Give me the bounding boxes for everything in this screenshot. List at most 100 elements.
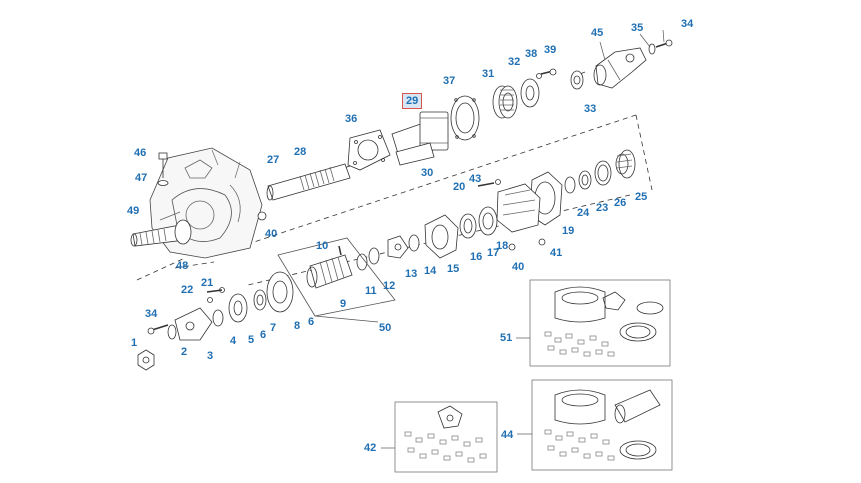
gasket-8[interactable] (266, 271, 294, 313)
gear-16[interactable] (459, 213, 477, 239)
callout-45[interactable]: 45 (591, 27, 604, 39)
callout-5[interactable]: 5 (248, 334, 255, 346)
housing-15[interactable] (424, 214, 459, 259)
callout-39[interactable]: 39 (544, 44, 557, 56)
callout-49[interactable]: 49 (127, 205, 140, 217)
callout-21[interactable]: 21 (201, 277, 214, 289)
callout-34b[interactable]: 34 (145, 308, 158, 320)
callout-42[interactable]: 42 (364, 442, 377, 454)
callout-48[interactable]: 48 (176, 260, 189, 272)
callout-40b[interactable]: 40 (512, 261, 525, 273)
callout-15[interactable]: 15 (447, 263, 460, 275)
flange-5[interactable] (228, 293, 248, 323)
gasket-30[interactable] (395, 142, 435, 166)
callout-40a[interactable]: 40 (265, 228, 278, 240)
kit-box-42[interactable] (394, 401, 498, 473)
washer-33[interactable] (570, 70, 584, 90)
kit-box-51[interactable] (529, 279, 671, 367)
callout-26[interactable]: 26 (614, 197, 627, 209)
callout-23[interactable]: 23 (596, 202, 609, 214)
ring-23[interactable] (578, 170, 592, 190)
bearing-25[interactable] (615, 149, 636, 179)
gear-17[interactable] (478, 206, 498, 236)
gasket-37[interactable] (450, 95, 480, 141)
gasket-36[interactable] (347, 129, 391, 171)
washer-2[interactable] (167, 324, 177, 340)
callout-22[interactable]: 22 (181, 284, 194, 296)
ring-4[interactable] (212, 309, 224, 327)
callout-32[interactable]: 32 (508, 56, 521, 68)
spider-13[interactable] (387, 235, 409, 259)
callout-33[interactable]: 33 (584, 103, 597, 115)
yoke-45[interactable] (593, 47, 647, 89)
callout-20[interactable]: 20 (453, 181, 466, 193)
callout-9[interactable]: 9 (340, 298, 347, 310)
callout-47[interactable]: 47 (135, 172, 148, 184)
callout-36[interactable]: 36 (345, 113, 358, 125)
bolt-34b[interactable] (147, 324, 169, 335)
bolt-38-39[interactable] (536, 68, 557, 79)
callout-7[interactable]: 7 (270, 322, 277, 334)
callout-11[interactable]: 11 (365, 285, 377, 297)
nut-1[interactable] (137, 349, 155, 371)
bolt-21-22[interactable] (206, 287, 225, 303)
washer-14[interactable] (408, 234, 420, 252)
pinion-shaft[interactable] (130, 219, 192, 247)
callout-4[interactable]: 4 (230, 335, 237, 347)
callout-31[interactable]: 31 (482, 68, 495, 80)
callout-3[interactable]: 3 (207, 350, 214, 362)
kit-box-44[interactable] (531, 379, 673, 471)
callout-28[interactable]: 28 (294, 146, 307, 158)
ring-11[interactable] (356, 253, 368, 271)
callout-1[interactable]: 1 (131, 337, 138, 349)
callout-34a[interactable]: 34 (681, 18, 694, 30)
pin-43[interactable] (477, 179, 501, 187)
callout-13[interactable]: 13 (405, 268, 418, 280)
callout-43[interactable]: 43 (469, 173, 482, 185)
callout-44[interactable]: 44 (501, 429, 514, 441)
assembly-box-50[interactable] (277, 237, 396, 317)
bolt-46[interactable] (157, 152, 169, 186)
bearing-31[interactable] (492, 85, 518, 119)
yoke-3[interactable] (174, 307, 213, 341)
callout-25[interactable]: 25 (635, 191, 648, 203)
callout-35[interactable]: 35 (631, 22, 644, 34)
callout-46[interactable]: 46 (134, 147, 147, 159)
callout-16[interactable]: 16 (470, 251, 483, 263)
bolt-41[interactable] (538, 238, 546, 246)
leader-lines (314, 29, 665, 449)
callout-24[interactable]: 24 (577, 207, 590, 219)
washer-35[interactable] (648, 43, 656, 55)
callout-51[interactable]: 51 (500, 332, 513, 344)
bolt-34a[interactable] (655, 39, 673, 48)
seal-7[interactable] (253, 289, 267, 311)
callout-41[interactable]: 41 (550, 247, 563, 259)
callout-19[interactable]: 19 (562, 225, 575, 237)
callout-6b[interactable]: 6 (260, 329, 267, 341)
callout-29-selected[interactable]: 29 (402, 93, 423, 109)
flange-32[interactable] (520, 78, 540, 108)
shaft-27[interactable] (266, 163, 351, 201)
nut-40b[interactable] (508, 243, 516, 251)
callout-50[interactable]: 50 (379, 322, 392, 334)
callout-8[interactable]: 8 (294, 320, 301, 332)
callout-2[interactable]: 2 (181, 346, 188, 358)
callout-38[interactable]: 38 (525, 48, 538, 60)
callout-37[interactable]: 37 (443, 75, 456, 87)
callout-12[interactable]: 12 (383, 280, 396, 292)
pin-10[interactable] (338, 245, 342, 256)
callout-17[interactable]: 17 (487, 247, 500, 259)
ring-26[interactable] (594, 160, 612, 186)
ring-24[interactable] (564, 176, 576, 194)
nut-40a[interactable] (257, 211, 267, 221)
callout-10[interactable]: 10 (316, 240, 329, 252)
ring-12[interactable] (368, 247, 380, 265)
callout-27[interactable]: 27 (267, 154, 280, 166)
callout-6a[interactable]: 6 (308, 316, 315, 328)
callout-30[interactable]: 30 (421, 167, 434, 179)
gear-9[interactable] (306, 254, 353, 289)
callout-14[interactable]: 14 (424, 265, 437, 277)
callout-18[interactable]: 18 (496, 240, 509, 252)
